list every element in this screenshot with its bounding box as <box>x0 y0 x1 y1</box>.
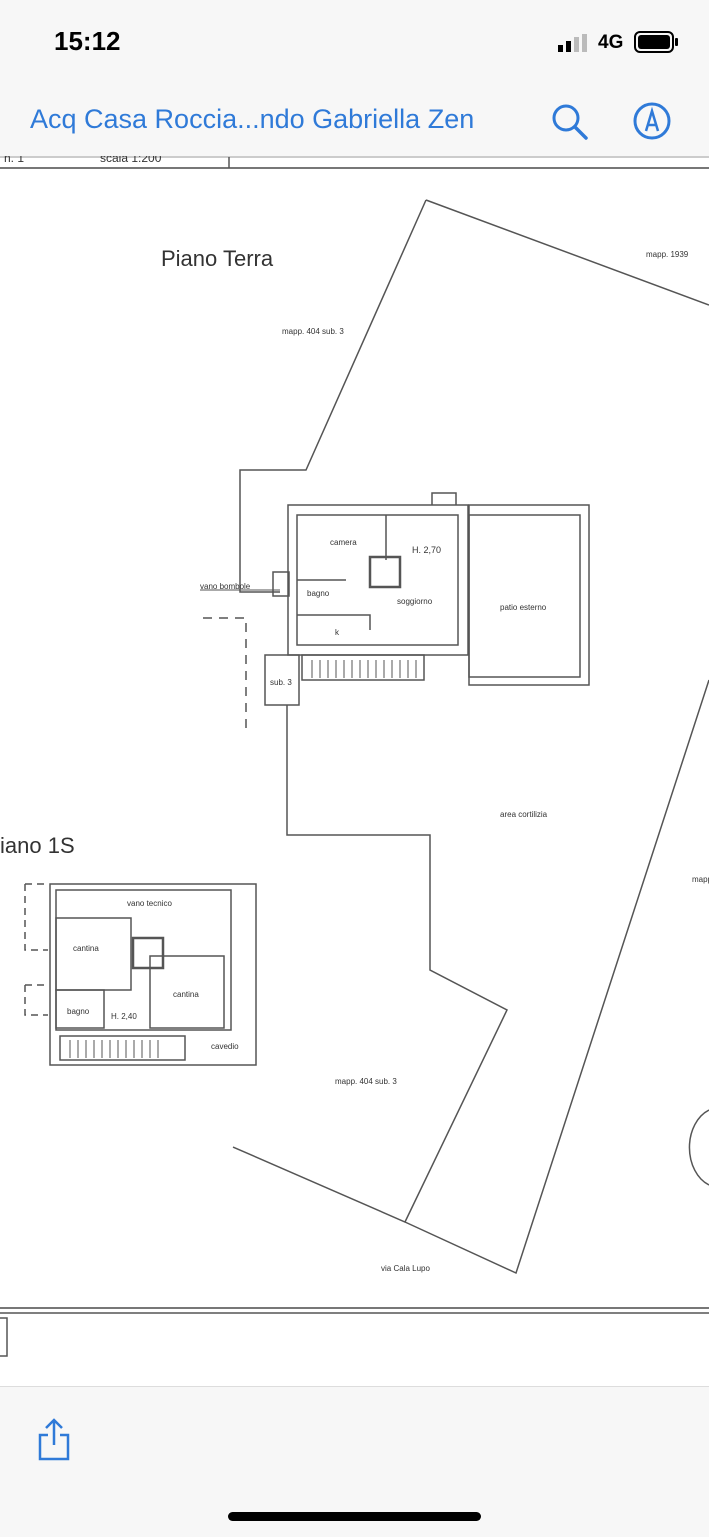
ground-floor-title: Piano Terra <box>161 246 274 271</box>
clock: 15:12 <box>54 26 121 56</box>
room-label: camera <box>330 538 357 547</box>
scale-label: scala 1:200 <box>100 156 162 165</box>
room-label: soggiorno <box>397 597 433 606</box>
status-bar: 15:12 4G <box>0 0 709 82</box>
height-label: H. 2,40 <box>111 1012 137 1021</box>
room-label: cantina <box>173 990 199 999</box>
pdf-page[interactable]: n. 1 scala 1:200 <box>0 151 709 1386</box>
area-label: area cortilizia <box>500 810 548 819</box>
home-indicator[interactable] <box>228 1512 481 1521</box>
parcel-label: mapp. 1939 <box>646 250 689 259</box>
share-icon[interactable] <box>36 1417 72 1461</box>
signal-icon <box>558 34 587 52</box>
basement-title: iano 1S <box>0 833 75 858</box>
parcel-label: mapp. 404 sub. 3 <box>335 1077 397 1086</box>
room-label: patio esterno <box>500 603 547 612</box>
street-label: via Cala Lupo <box>381 1264 430 1273</box>
room-label: bagno <box>67 1007 90 1016</box>
room-label: sub. 3 <box>270 678 292 687</box>
nav-bar: Acq Casa Roccia...ndo Gabriella Zen <box>0 82 709 156</box>
basement-plan <box>24 883 257 1066</box>
parcel-label: mapp. 404 sub. 3 <box>282 327 344 336</box>
room-label: cavedio <box>211 1042 239 1051</box>
bottom-toolbar <box>0 1386 709 1537</box>
ground-floor-plan <box>200 492 590 706</box>
network-type: 4G <box>598 32 624 53</box>
battery-icon <box>634 31 678 53</box>
document-title[interactable]: Acq Casa Roccia...ndo Gabriella Zen <box>30 104 475 134</box>
room-label: cantina <box>73 944 99 953</box>
search-icon[interactable] <box>550 102 590 142</box>
sheet-number: n. 1 <box>4 156 24 165</box>
parcel-label: mapp <box>692 875 709 884</box>
markup-pen-icon[interactable] <box>632 101 672 141</box>
room-label: vano bombole <box>200 582 251 591</box>
floor-plan: n. 1 scala 1:200 <box>0 151 709 1357</box>
room-label: bagno <box>307 589 330 598</box>
height-label: H. 2,70 <box>412 545 441 555</box>
room-label: vano tecnico <box>127 899 172 908</box>
room-label: k <box>335 628 340 637</box>
